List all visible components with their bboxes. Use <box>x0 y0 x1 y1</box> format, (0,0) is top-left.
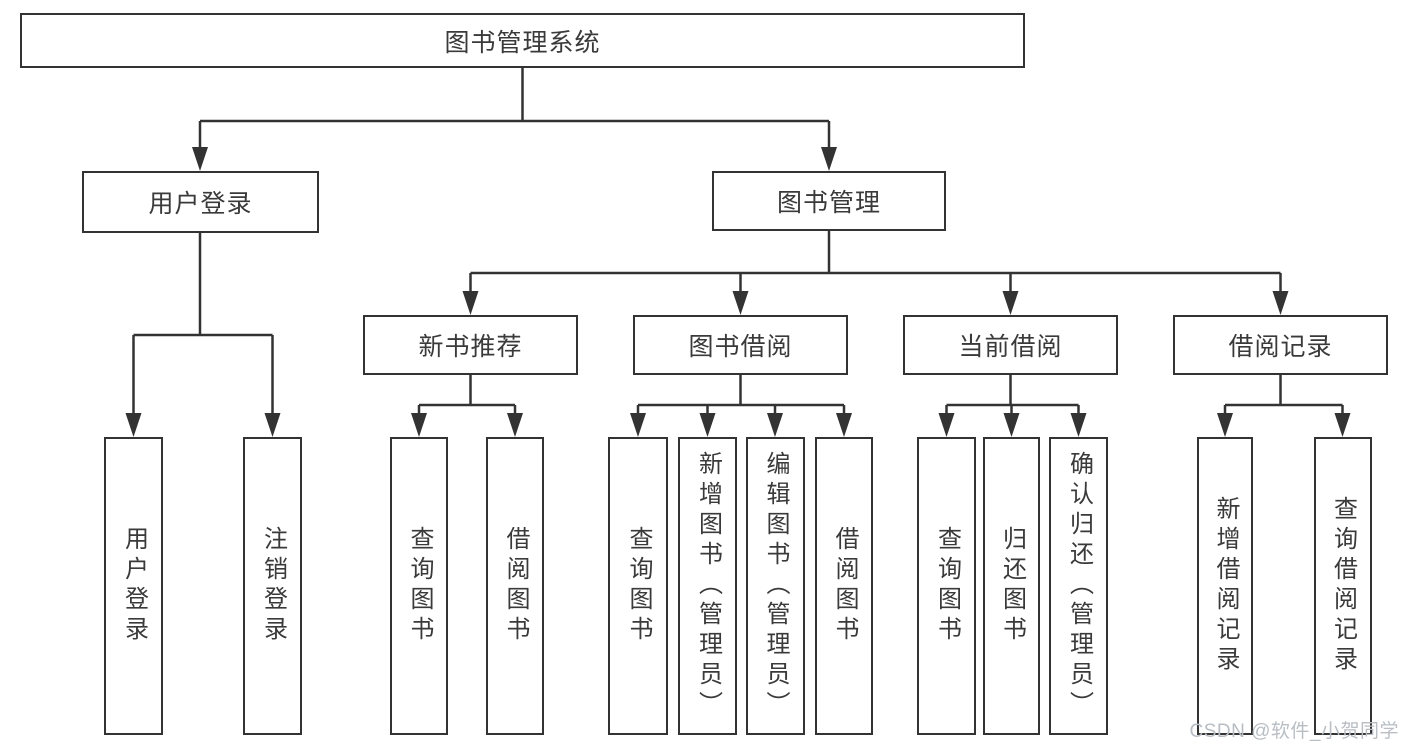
leaf-user-login: 用户登录 <box>104 437 163 735</box>
leaf-nbr-borrow-books: 借阅图书 <box>486 437 544 735</box>
leaf-cb-confirm-return-admin: 确认归还（管理员） <box>1049 437 1108 735</box>
leaf-cb-return-books: 归还图书 <box>983 437 1040 735</box>
leaf-logout: 注销登录 <box>243 437 302 735</box>
node-user-login: 用户登录 <box>82 171 319 233</box>
leaf-br-query-record: 查询借阅记录 <box>1313 437 1372 735</box>
leaf-bb-borrow-books: 借阅图书 <box>815 437 873 735</box>
leaf-bb-query-books: 查询图书 <box>608 437 668 735</box>
node-borrowing-records: 借阅记录 <box>1173 315 1388 375</box>
node-current-borrowing: 当前借阅 <box>903 315 1118 375</box>
leaf-bb-add-book-admin: 新增图书（管理员） <box>678 437 737 735</box>
leaf-br-add-record: 新增借阅记录 <box>1197 437 1253 735</box>
csdn-watermark: CSDN @软件_小贺同学 <box>1189 721 1399 742</box>
node-root: 图书管理系统 <box>20 13 1025 68</box>
node-book-management: 图书管理 <box>712 171 946 231</box>
leaf-nbr-query-books: 查询图书 <box>390 437 448 735</box>
leaf-cb-query-books: 查询图书 <box>917 437 976 735</box>
node-new-book-recommend: 新书推荐 <box>363 315 578 375</box>
node-book-borrowing: 图书借阅 <box>633 315 848 375</box>
leaf-bb-edit-book-admin: 编辑图书（管理员） <box>745 437 805 735</box>
